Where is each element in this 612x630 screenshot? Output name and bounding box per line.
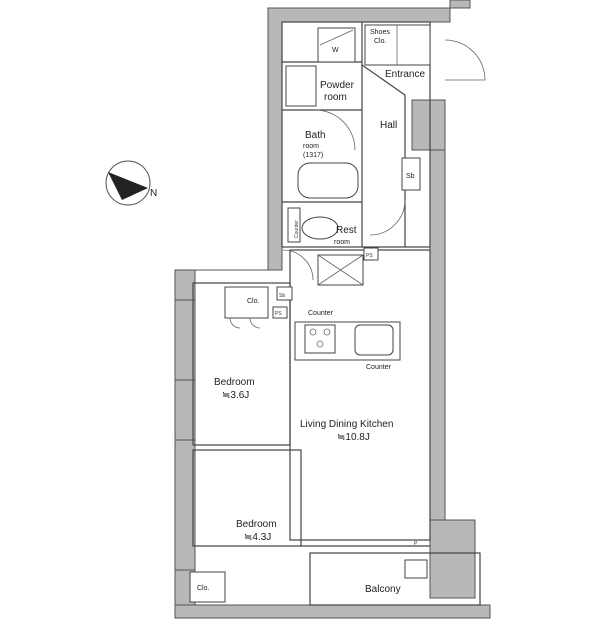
shoes-label: Shoes (370, 29, 390, 36)
sb-box (276, 286, 293, 301)
counter-2-label: Counter (366, 364, 392, 371)
counter-rest-label: Counter (294, 220, 300, 238)
meter-box (404, 559, 428, 579)
clo-bed1-label: Clo. (247, 298, 260, 305)
clo-bed2-label: Clo. (197, 585, 210, 592)
closet (224, 286, 269, 319)
p-label: P (414, 541, 418, 547)
north-compass: N (105, 160, 157, 206)
shoe-box (401, 157, 421, 191)
vanity-sink (285, 65, 317, 107)
washer-space (317, 27, 356, 63)
rest-label: Rest (336, 225, 357, 236)
bath-size-label: (1317) (303, 152, 323, 159)
counter-1-label: Counter (308, 310, 334, 317)
counter (287, 207, 301, 243)
exterior-walls (174, 0, 491, 619)
pipe-space-2 (272, 306, 288, 319)
powder-room-label: room (324, 92, 347, 103)
sb-hall-label: Sb (406, 173, 415, 180)
pipe-space (363, 247, 379, 261)
toilet (301, 216, 339, 240)
closet-2 (189, 571, 226, 603)
bedroom1-label: Bedroom (214, 377, 255, 388)
bedroom2-size: ≒4.3J (244, 532, 271, 543)
stove-icon (304, 324, 336, 354)
balcony-label: Balcony (365, 584, 401, 595)
shoe-closet (364, 24, 431, 66)
bath-room-label: room (303, 143, 319, 150)
hall-label: Hall (380, 120, 397, 131)
bedroom2-label: Bedroom (236, 519, 277, 530)
doors (229, 39, 486, 329)
ldk-size: ≒10.8J (337, 432, 370, 443)
ps-2-label: PS (275, 311, 282, 317)
bathtub (297, 162, 359, 199)
compass-label: N (150, 188, 157, 199)
bedroom1-size: ≒3.6J (222, 390, 249, 401)
bath-label: Bath (305, 130, 326, 141)
sb-bed1-label: Sb (279, 293, 285, 299)
ps-label: PS (366, 253, 373, 259)
rest-room-label: room (334, 239, 350, 246)
powder-label: Powder (320, 80, 355, 91)
shoes-clo-label: Clo. (374, 38, 387, 45)
entrance-label: Entrance (385, 69, 425, 80)
compass-arrow-icon (108, 172, 148, 200)
w-label: W (332, 47, 339, 54)
kitchen-sink-icon (354, 324, 394, 356)
ldk-label: Living Dining Kitchen (300, 419, 393, 430)
